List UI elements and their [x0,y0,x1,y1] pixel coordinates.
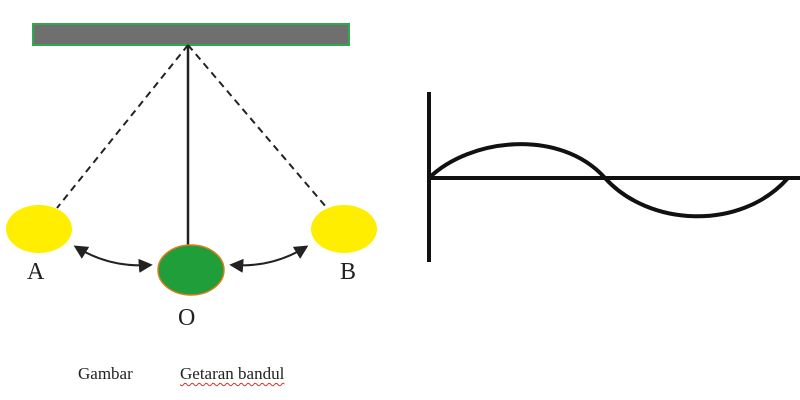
string-to-b [187,44,328,209]
string-to-a [56,44,189,209]
bob-b [311,205,377,253]
bob-a [6,205,72,253]
label-a: A [27,259,45,285]
label-b: B [340,259,356,285]
caption-text: Getaran bandul [180,364,285,383]
caption-prefix: Gambar [78,364,133,383]
label-o: O [178,305,195,331]
bob-o [157,244,225,296]
sine-wave [427,142,790,219]
swing-arrow-left-icon [73,245,153,273]
ceiling-support [32,23,350,46]
swing-arrow-right-icon [229,245,309,273]
